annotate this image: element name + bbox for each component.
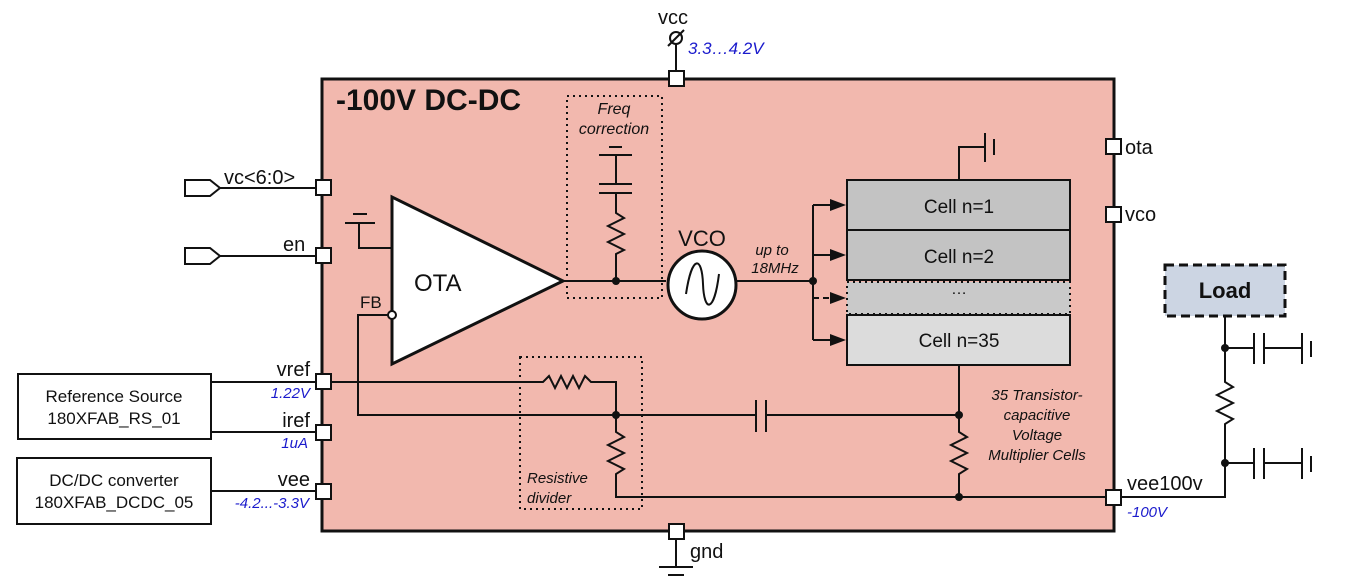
resistive-divider-box (519, 356, 643, 510)
vee100v-value: -100V (1127, 504, 1169, 521)
ota-ref-wire (358, 223, 392, 249)
cell-35-label: Cell n=35 (919, 331, 1000, 352)
load-block (1163, 263, 1287, 318)
vee-value: -4.2...-3.3V (235, 495, 311, 512)
reference-source-block: Reference Source 180XFAB_RS_01 (17, 373, 212, 440)
cell-1-label: Cell n=1 (924, 197, 994, 218)
sine-wave-icon (685, 262, 720, 306)
vcc-terminal-slash (667, 29, 685, 47)
vco-pad (1105, 206, 1122, 223)
reference-source-line2: 180XFAB_RS_01 (47, 409, 180, 428)
arrow-icon (830, 334, 846, 346)
cell-35 (846, 314, 1071, 366)
vee-label: vee (278, 469, 310, 491)
vc-pad (315, 179, 332, 196)
divider-bottom-resistor-icon (605, 415, 1106, 498)
vc-pin: vc<6:0> (184, 167, 332, 197)
ota-amplifier: OTA FB (345, 194, 616, 416)
vcc-pin: vcc 3.3…4.2V (658, 7, 765, 87)
vc-label: vc<6:0> (224, 167, 295, 189)
gnd-label: gnd (690, 541, 723, 563)
load-label: Load (1199, 278, 1252, 303)
cell-2-label: Cell n=2 (924, 247, 994, 268)
fb-label: FB (360, 293, 382, 312)
en-pad (315, 247, 332, 264)
freq-note-line1: up to (755, 242, 788, 259)
arrow-icon (830, 292, 846, 304)
clock-distribution (812, 199, 846, 346)
cells-caption-1: 35 Transistor- (991, 387, 1082, 404)
vee-pad (315, 483, 332, 500)
fc-resistor-icon (605, 193, 627, 281)
resistive-divider-group: Resistive divider (519, 356, 643, 510)
ota-pad (1105, 138, 1122, 155)
en-pin: en (184, 234, 332, 265)
fb-inverting-node (387, 310, 397, 320)
iref-pad (315, 424, 332, 441)
freq-note-line2: 18MHz (751, 260, 799, 277)
vref-label: vref (277, 359, 311, 381)
cells-caption-4: Multiplier Cells (988, 447, 1086, 464)
vc-input-port-icon (184, 179, 222, 197)
multiplier-cells: Cell n=1 Cell n=2 … Cell n=35 35 Transis… (846, 133, 1086, 464)
vcc-pad (668, 70, 685, 87)
vee100v-label: vee100v (1127, 473, 1203, 495)
iref-label: iref (282, 410, 310, 432)
freq-correction-line2: correction (579, 121, 649, 138)
dcdc-converter-line1: DC/DC converter (49, 471, 179, 490)
cell-2 (846, 229, 1071, 281)
cells-caption-2: capacitive (1004, 407, 1071, 424)
load-network: Load (1163, 263, 1312, 479)
cell-ellipsis (846, 281, 1071, 315)
cells-caption-3: Voltage (1012, 427, 1062, 444)
dcdc-converter-line2: 180XFAB_DCDC_05 (35, 493, 194, 512)
block-title: -100V DC-DC (336, 84, 521, 117)
resistive-divider-line2: divider (527, 490, 572, 507)
freq-correction-line1: Freq (598, 101, 631, 118)
gnd-pin: gnd (659, 523, 723, 576)
cell-ellipsis-label: … (951, 281, 967, 298)
vref-value: 1.22V (271, 385, 312, 402)
arrow-icon (830, 199, 846, 211)
ota-label: OTA (414, 270, 462, 297)
vco-pin-label: vco (1125, 204, 1156, 226)
vco-oscillator: VCO (666, 226, 738, 321)
ota-pin-label: ota (1125, 137, 1154, 159)
resistive-divider-line1: Resistive (527, 470, 588, 487)
freq-correction-group: Freq correction (566, 95, 663, 299)
vcc-value: 3.3…4.2V (688, 39, 765, 58)
vcc-label: vcc (658, 7, 688, 29)
vee100v-wire (1121, 463, 1226, 498)
en-input-port-icon (184, 247, 222, 265)
freq-correction-box (566, 95, 663, 299)
en-label: en (283, 234, 305, 256)
load-resistor-icon (1214, 348, 1236, 463)
vee100v-pad (1105, 489, 1122, 506)
cell-1 (846, 179, 1071, 231)
fb-wire (357, 314, 616, 416)
dcdc-converter-block: DC/DC converter 180XFAB_DCDC_05 (16, 457, 212, 525)
vref-pad (315, 373, 332, 390)
iref-value: 1uA (281, 435, 308, 452)
gnd-pad (668, 523, 685, 540)
vco-label: VCO (678, 226, 726, 251)
output-resistor-icon (948, 415, 970, 497)
divider-top-resistor-icon (331, 373, 617, 415)
reference-source-line1: Reference Source (45, 387, 182, 406)
arrow-icon (830, 249, 846, 261)
